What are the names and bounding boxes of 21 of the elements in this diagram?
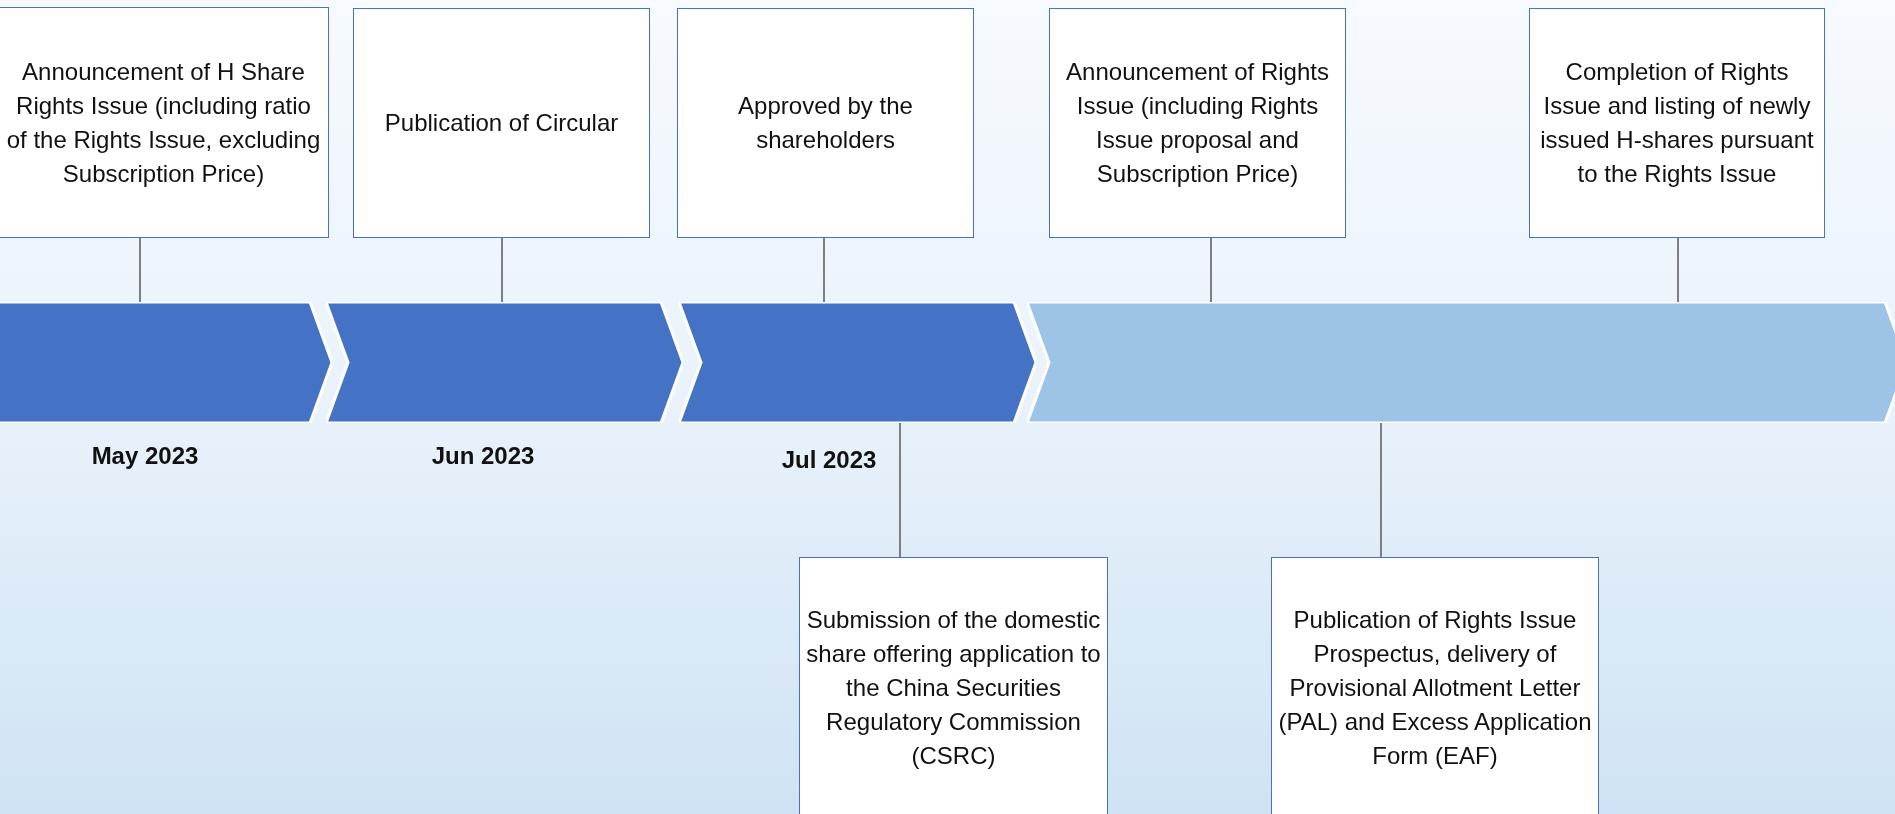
event-text: Announcement of Rights Issue (including Rights Issue proposal and Subscription Price) [1065, 57, 1330, 189]
event-text: Approved by the shareholders [737, 91, 914, 155]
event-box [0, 7, 329, 238]
event-box [1529, 8, 1825, 238]
event-box [1049, 8, 1346, 238]
event-text: Submission of the domestic share offering application to the China Securities Regulatory Commission (CSRC) [805, 605, 1102, 771]
timeline-band [1027, 302, 1895, 423]
event-box [1271, 557, 1599, 814]
event-text: Publication of Circular [383, 108, 620, 138]
timeline-band [679, 302, 1036, 423]
timeline-band [326, 302, 683, 423]
event-box [799, 557, 1108, 814]
timeline-band [0, 302, 332, 423]
event-text: Announcement of H Share Rights Issue (including ratio of the Rights Issue, excluding Subscription Price) [5, 56, 322, 189]
date-label: Jul 2023 [781, 446, 877, 474]
event-box [353, 8, 650, 238]
date-label: Jun 2023 [431, 442, 535, 470]
date-label: May 2023 [91, 442, 199, 470]
event-box [677, 8, 974, 238]
event-text: Completion of Rights Issue and listing of newly issued H-shares pursuant to the Rights Issue [1539, 57, 1815, 189]
event-text: Publication of Rights Issue Prospectus, delivery of Provisional Allotment Letter (PAL) and Excess Application Form (EAF) [1277, 605, 1593, 771]
